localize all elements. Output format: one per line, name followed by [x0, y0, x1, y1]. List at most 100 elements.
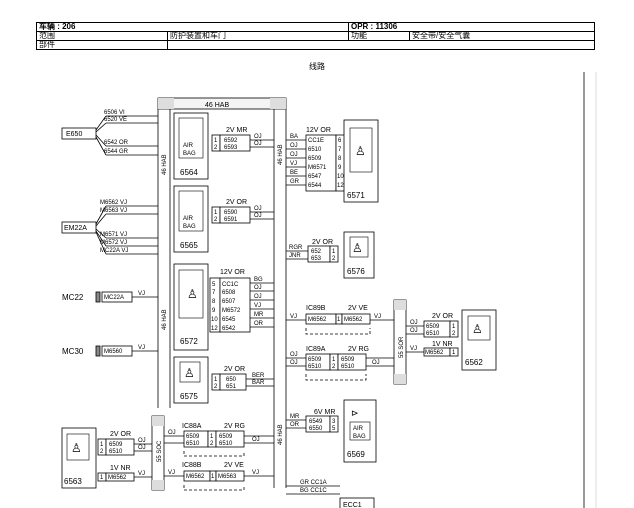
ic89a-id: IC89A [306, 346, 326, 353]
c6572-color-2: OJ [254, 285, 262, 291]
connector-ic89a: IC89A 2V RG OJ OJ 6509 6510 1 2 6509 651… [286, 346, 394, 381]
c6569-color-2: OR [290, 422, 300, 428]
c6571-pin-2: 7 [338, 147, 342, 153]
part-value [167, 40, 595, 50]
c6562-color-2: OJ [410, 328, 418, 334]
e650-wire-4: 6544 GR [104, 149, 129, 155]
c6565-wire-1: 6590 [224, 210, 238, 216]
c6569-color-1: MR [290, 414, 300, 420]
c6563-spec-1: 2V OR [110, 431, 131, 438]
c6564-badge-1: AIR [183, 143, 194, 149]
sor55-label: 55 SOR [399, 336, 405, 358]
c6562-wire-2: 6510 [426, 331, 440, 337]
bus-label-left-2: 46 HAB [162, 309, 168, 330]
component-6565: AIR BAG 6565 2V OR 1 2 6590 6591 OJ OJ [173, 185, 274, 253]
ic88b-color-2: VJ [252, 470, 259, 476]
c6563-pin-3: 1 [100, 475, 104, 481]
c6571-wire-5: 6547 [308, 174, 322, 180]
c6565-badge-2: BAG [183, 224, 196, 230]
c6572-wire-5: 6545 [222, 317, 236, 323]
c6563-color-1: OJ [138, 438, 146, 444]
ic88a-wire-4: 6510 [219, 441, 233, 447]
c6563-pin-2: 2 [100, 449, 104, 455]
diagram-caption: 线路 [309, 62, 325, 71]
c6571-color-3: OJ [290, 152, 298, 158]
c6575-wire-1: 650 [226, 377, 237, 383]
connector-ecc1: GR CC1A BG CC1C ECC1 [286, 480, 375, 508]
c6572-pin-6: 12 [211, 326, 218, 332]
connector-e650: E650 6506 VI 6520 VE 6542 OR 6544 GR [61, 110, 158, 156]
c6575-wire-2: 651 [226, 384, 237, 390]
c6564-color-1: OJ [254, 134, 262, 140]
c6562-wire-3: M6562 [425, 350, 444, 356]
c6576-wire-1: 652 [311, 249, 322, 255]
ic89a-wire-4: 6510 [341, 364, 355, 370]
c6564-wire-2: 6593 [224, 145, 238, 151]
c6575-color-2: BAR [252, 380, 265, 386]
ic89b-wire-2: M6562 [344, 317, 363, 323]
c6564-wire-1: 6592 [224, 138, 238, 144]
bus-label-left-1: 46 HAB [162, 154, 168, 175]
c6572-pin-2: 7 [212, 290, 216, 296]
ic89a-wire-1: 6509 [308, 357, 322, 363]
c6572-color-3: OJ [254, 294, 262, 300]
ic89b-pin: 1 [337, 317, 341, 323]
c6565-color-2: OJ [254, 213, 262, 219]
c6571-pin-3: 8 [338, 156, 342, 162]
c6569-badge-2: BAG [353, 434, 366, 440]
c6576-color-1: RGR [289, 245, 303, 251]
e650-id: E650 [66, 131, 82, 138]
c6572-color-1: BG [254, 277, 263, 283]
c6575-pin-1: 1 [214, 377, 218, 383]
mc30-label: MC30 [62, 347, 84, 356]
c6571-wire-2: 6510 [308, 147, 322, 153]
mc22-label: MC22 [62, 293, 84, 302]
c6572-pin-rows: 5 7 8 9 10 12 CC1C 6508 6507 M6572 6545 … [211, 277, 274, 332]
c6564-badge-2: BAG [183, 151, 196, 157]
bus-label-right-1: 46 HAB [278, 144, 284, 165]
c6572-wire-1: CC1C [222, 282, 239, 288]
c6563-wire-1: 6509 [109, 442, 123, 448]
ic89a-color-3: OJ [372, 360, 380, 366]
key-icon: ⊳ [351, 408, 359, 418]
c6575-id: 6575 [180, 392, 198, 401]
c6569-pin-1: 3 [332, 419, 336, 425]
c6571-color-1: BA [290, 134, 298, 140]
e650-wire-1: 6506 VI [104, 110, 125, 116]
ic88a-color-2: OJ [252, 437, 260, 443]
c6562-id: 6562 [465, 358, 483, 367]
c6572-wire-6: 6542 [222, 326, 236, 332]
c6562-color-1: OJ [410, 320, 418, 326]
c6564-pin-2: 2 [214, 145, 218, 151]
ic88b-id: IC88B [182, 462, 202, 469]
c6572-wire-4: M6572 [222, 308, 241, 314]
ic88a-wire-1: 6509 [186, 434, 200, 440]
ic88b-wire-2: M6563 [218, 474, 237, 480]
bus-label: 46 HAB [205, 102, 229, 109]
mc22-conn: MC22A [104, 295, 124, 301]
ic89a-pin-2: 2 [332, 364, 336, 370]
ic88b-wire-1: M6562 [186, 474, 205, 480]
mc30-wire: VJ [138, 345, 145, 351]
seatbelt-icon: ♙ [71, 441, 82, 455]
c6571-wire-1: CC1E [308, 138, 324, 144]
c6572-pin-1: 5 [212, 282, 216, 288]
c6572-wire-2: 6508 [222, 290, 236, 296]
c6571-pin-1: 6 [338, 138, 342, 144]
bus-46hab: 46 HAB 46 HAB 46 HAB 46 HAB 46 HAB [157, 97, 287, 488]
c6572-spec: 12V OR [220, 269, 245, 276]
ic89a-color-1: OJ [290, 352, 298, 358]
c6576-color-2: JNR [289, 253, 301, 259]
c6565-pin-2: 2 [214, 217, 218, 223]
ic88b-spec: 2V VE [224, 462, 244, 469]
c6564-pin-1: 1 [214, 138, 218, 144]
c6571-rows: CC1E 6510 6509 M6571 6547 6544 6 7 8 9 1… [308, 138, 344, 189]
component-6562: 2V OR 1V NR OJ OJ VJ 6509 6510 M6562 1 2… [406, 309, 497, 371]
c6569-pin-2: 5 [332, 426, 336, 432]
c6572-wire-3: 6507 [222, 299, 236, 305]
ic89a-spec: 2V RG [348, 346, 369, 353]
c6575-spec: 2V OR [224, 366, 245, 373]
ic89a-wire-2: 6510 [308, 364, 322, 370]
c6572-color-4: VJ [254, 303, 261, 309]
c6569-id: 6569 [347, 450, 365, 459]
